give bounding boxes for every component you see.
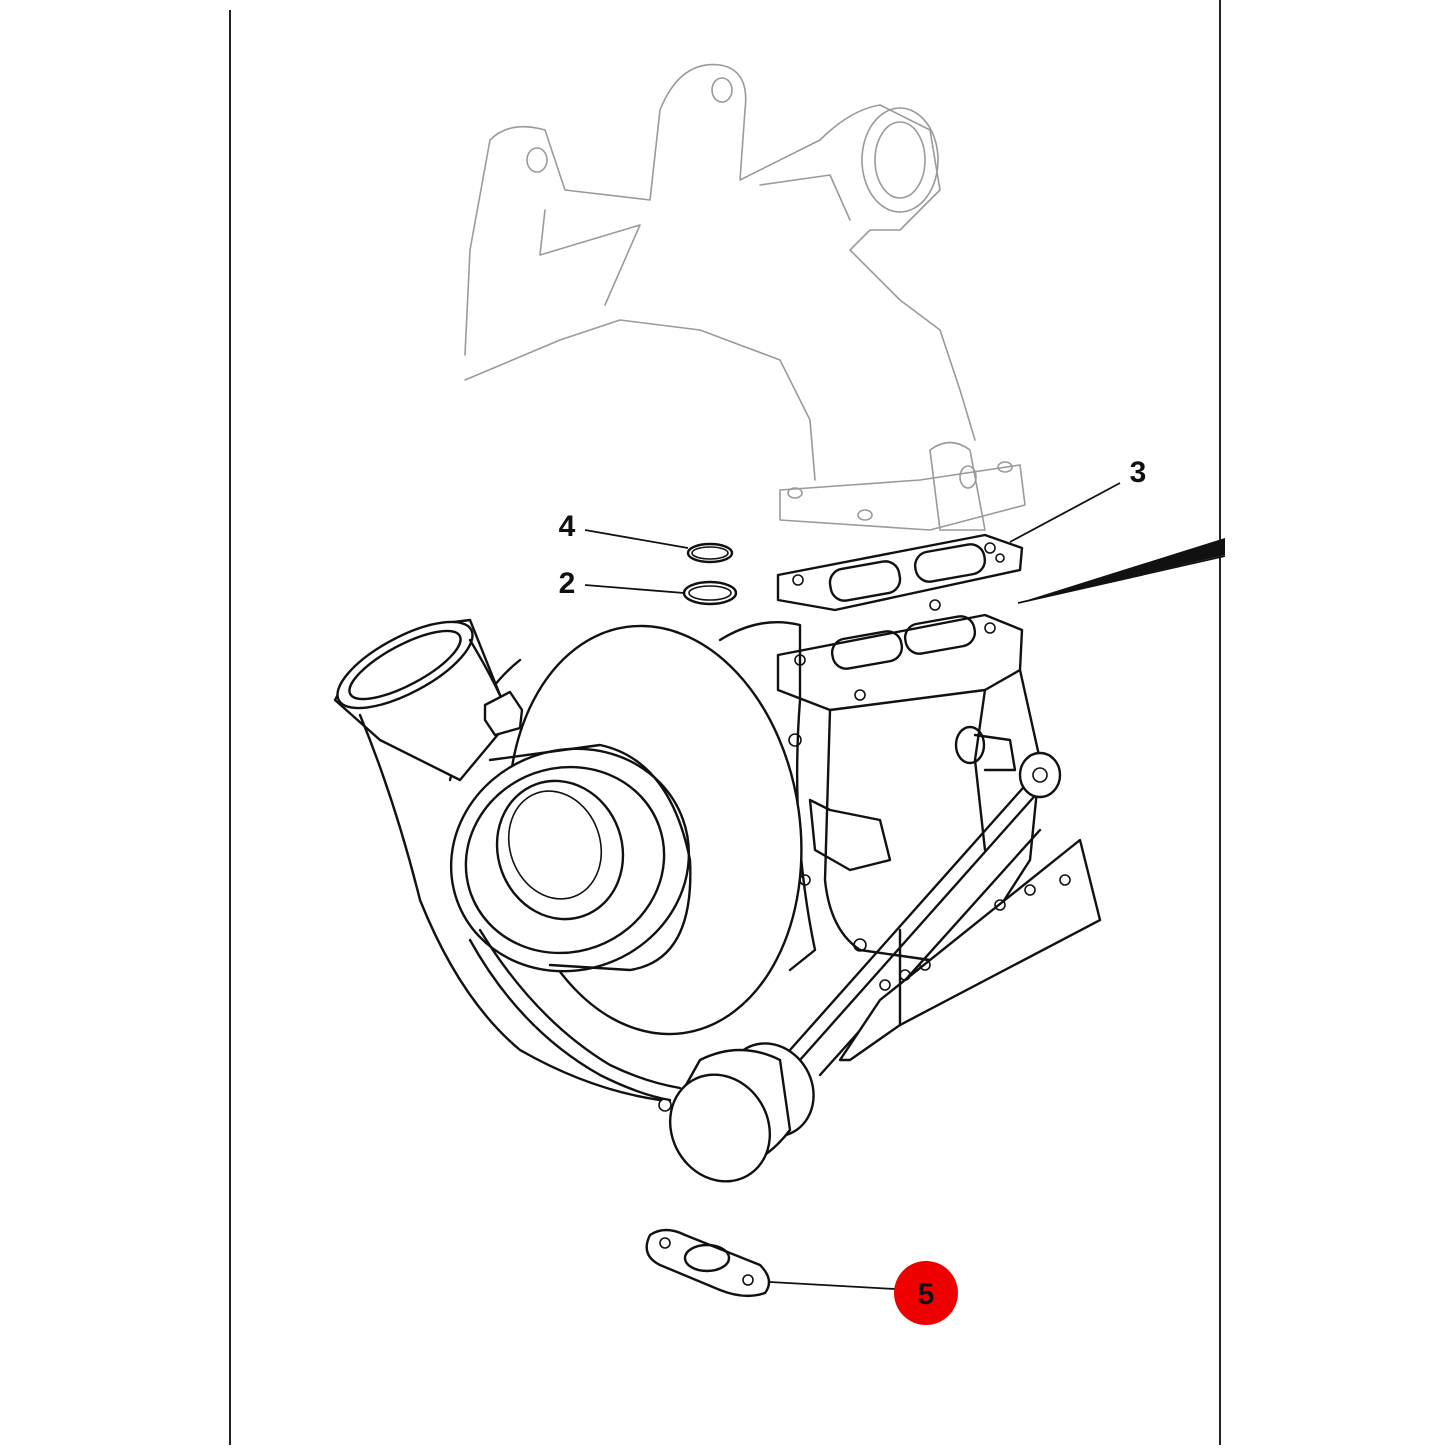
callout-highlight-circle-5 (894, 1261, 958, 1325)
leader-line-2 (584, 584, 685, 594)
leader-line-3 (584, 529, 689, 549)
leader-line-5 (769, 1281, 896, 1290)
turbocharger-assembly (333, 613, 1102, 1183)
view-arrow-shaft (1017, 555, 1226, 604)
callout-label-4: 3 (1130, 456, 1147, 489)
oil-drain-gasket-part (645, 1228, 771, 1298)
leader-line-4 (1009, 482, 1121, 543)
callout-label-5: 5 (918, 1278, 935, 1311)
exhaust-manifold (464, 63, 1026, 531)
view-direction-arrow (1018, 538, 1225, 603)
o-ring-upper-part (686, 542, 734, 564)
callout-label-2: 2 (559, 567, 576, 600)
callout-label-3: 4 (559, 510, 576, 543)
flange-gasket-part (776, 533, 1024, 612)
o-ring-lower-part (682, 580, 738, 606)
